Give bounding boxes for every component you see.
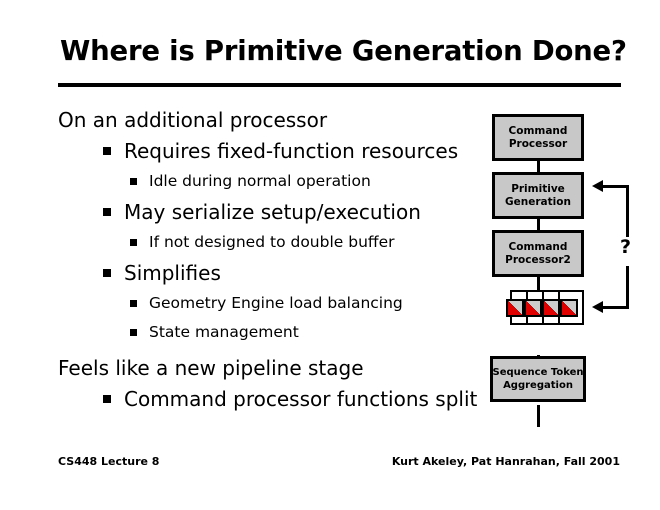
square-bullet-icon	[130, 178, 137, 185]
footer-course-label: CS448 Lecture 8	[58, 455, 160, 468]
list-item: Requires fixed-function resources	[103, 136, 478, 168]
bullet-text: Requires fixed-function resources	[124, 139, 459, 163]
square-bullet-icon	[103, 269, 111, 277]
title-underline-rule	[58, 83, 621, 87]
bullet-text: On an additional processor	[58, 108, 328, 132]
list-item: Idle during normal operation	[130, 168, 478, 197]
geometry-engine-chip-icon	[560, 299, 578, 317]
box-line-1: Command	[508, 124, 568, 137]
bullet-text: Idle during normal operation	[149, 172, 371, 190]
list-item: Feels like a new pipeline stage	[58, 354, 478, 384]
footer-authors-label: Kurt Akeley, Pat Hanrahan, Fall 2001	[391, 455, 620, 468]
diagram-box-primitive-generation: Primitive Generation	[492, 172, 584, 219]
list-item: May serialize setup/execution	[103, 197, 478, 229]
diagram-box-sequence-token-aggregation: Sequence Token Aggregation	[490, 356, 586, 402]
connector-pg-to-cp2	[537, 218, 540, 240]
geometry-engine-chip-icon	[524, 299, 542, 317]
box-line-2: Aggregation	[503, 380, 573, 391]
box-line-2: Processor	[508, 137, 568, 150]
bullet-text: State management	[149, 323, 299, 341]
list-item: If not designed to double buffer	[130, 229, 478, 258]
geometry-engine-chip-icon	[542, 299, 560, 317]
box-line-2: Processor2	[505, 253, 571, 266]
box-line-1: Primitive	[511, 182, 565, 195]
connector-cp-to-pg	[537, 160, 540, 182]
square-bullet-icon	[103, 208, 111, 216]
feedback-top-horizontal	[603, 185, 629, 188]
list-item: Geometry Engine load balancing	[130, 290, 478, 319]
feedback-bottom-horizontal	[603, 306, 629, 309]
feedback-vertical-upper	[626, 185, 629, 237]
list-item: On an additional processor	[58, 106, 478, 136]
bullet-text: Geometry Engine load balancing	[149, 294, 403, 312]
geometry-engine-chip-icon	[506, 299, 524, 317]
bullet-text: Feels like a new pipeline stage	[58, 356, 364, 380]
box-line-1: Sequence Token	[492, 367, 584, 378]
square-bullet-icon	[130, 329, 137, 336]
box-line-1: Command	[508, 240, 568, 253]
bullet-text: If not designed to double buffer	[149, 233, 395, 251]
square-bullet-icon	[103, 147, 111, 155]
list-item: State management	[130, 319, 478, 348]
arrow-head-left-icon	[592, 300, 603, 313]
list-item: Command processor functions split	[103, 384, 478, 416]
page-title: Where is Primitive Generation Done?	[60, 35, 627, 67]
bullet-list: On an additional processor Requires fixe…	[58, 106, 478, 416]
box-line-2: Generation	[505, 195, 571, 208]
square-bullet-icon	[103, 395, 111, 403]
arrow-head-left-icon	[592, 179, 603, 192]
feedback-vertical-lower	[626, 266, 629, 308]
list-item: Simplifies	[103, 258, 478, 290]
pipeline-diagram: Command Processor Primitive Generation C…	[470, 100, 660, 427]
diagram-box-command-processor-2: Command Processor2	[492, 230, 584, 277]
square-bullet-icon	[130, 239, 137, 246]
feedback-question-mark: ?	[620, 236, 632, 258]
square-bullet-icon	[130, 300, 137, 307]
bullet-text: May serialize setup/execution	[124, 200, 421, 224]
bullet-text: Simplifies	[124, 261, 221, 285]
connector-sta-out	[537, 405, 540, 427]
bullet-text: Command processor functions split	[124, 387, 478, 411]
diagram-box-command-processor: Command Processor	[492, 114, 584, 161]
